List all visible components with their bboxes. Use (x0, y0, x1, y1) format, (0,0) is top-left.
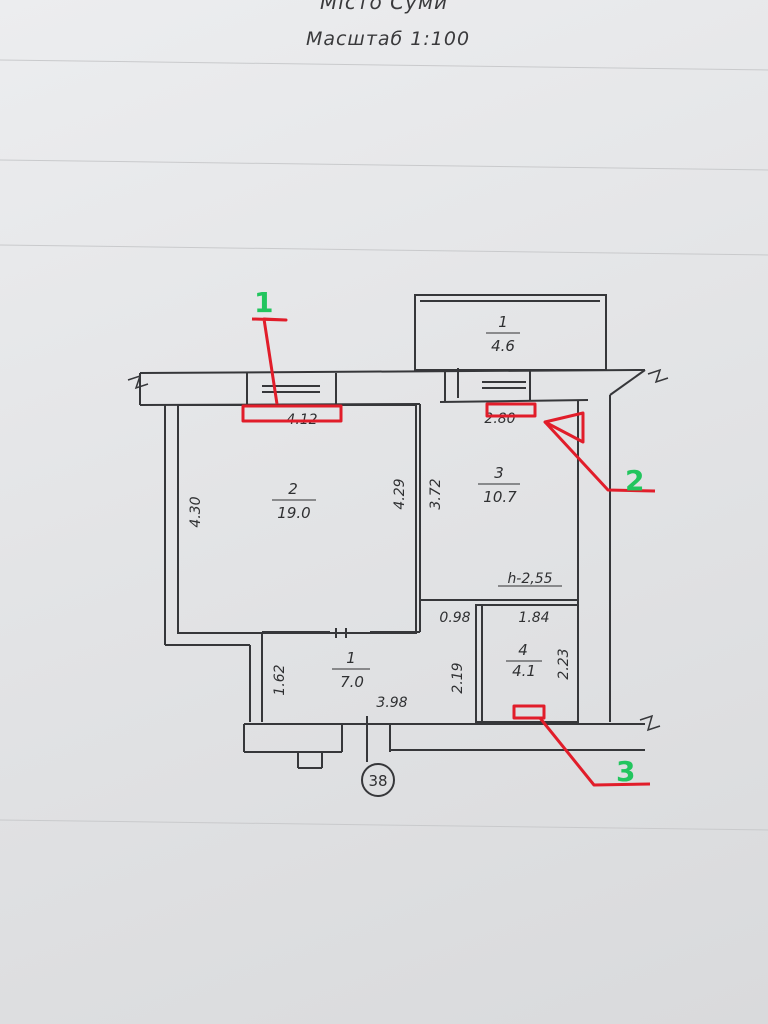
highlight-box-1 (241, 404, 343, 423)
bath-outline (475, 604, 579, 723)
marker-1: 1 (254, 286, 273, 319)
dim-living-left-height: 4.30 (188, 496, 204, 527)
dim-kitchen-width: 2.80 (484, 411, 515, 427)
dim-kitchen-height: 3.72 (428, 478, 444, 509)
paper-lines (0, 59, 768, 831)
arrow-marker-2 (543, 411, 585, 444)
room-labels: 1 4.6 2 19.0 3 10.7 1 7.0 4 4.1 (272, 313, 542, 691)
leader-line-2 (543, 420, 656, 493)
kitchen-number: 3 (494, 464, 504, 482)
dim-hall-width: 3.98 (376, 695, 407, 711)
door-marks (335, 368, 477, 690)
bath-area: 4.1 (512, 662, 536, 680)
apartment-circle (361, 763, 395, 797)
leader-line-1 (251, 317, 288, 405)
marker-3: 3 (616, 755, 635, 788)
walls (139, 294, 646, 797)
dim-bath-height: 2.23 (556, 648, 572, 679)
hall-area: 7.0 (340, 673, 364, 691)
scale-label: Масштаб 1:100 (305, 28, 471, 50)
bath-number: 4 (518, 641, 528, 659)
dim-corridor-width: 0.98 (439, 610, 470, 626)
living-number: 2 (288, 480, 298, 498)
dim-hall-opening: 2.19 (450, 662, 466, 693)
leader-line-3 (538, 717, 651, 787)
dimension-labels: 4.1 2 2.80 4.30 4.29 3.72 h-2,55 0.98 1.8… (188, 411, 572, 790)
dim-hall-height-left: 1.62 (272, 664, 288, 695)
kitchen-area: 10.7 (483, 488, 517, 506)
balcony-number: 1 (498, 313, 508, 331)
marker-2: 2 (625, 464, 644, 497)
red-annotations (241, 317, 656, 787)
city-title: Місто Суми (320, 0, 448, 14)
balcony-area: 4.6 (491, 337, 515, 355)
highlight-box-3 (512, 704, 546, 720)
dim-ceiling-height: h-2,55 (507, 571, 552, 587)
dim-bath-width: 1.84 (518, 610, 549, 626)
living-area: 19.0 (277, 504, 310, 522)
dim-living-right-height: 4.29 (392, 478, 408, 509)
break-symbols (127, 368, 669, 732)
green-markers: 1 2 3 (254, 286, 644, 788)
highlight-box-2 (485, 402, 537, 418)
hall-number: 1 (346, 649, 356, 667)
apartment-number: 38 (368, 772, 387, 790)
